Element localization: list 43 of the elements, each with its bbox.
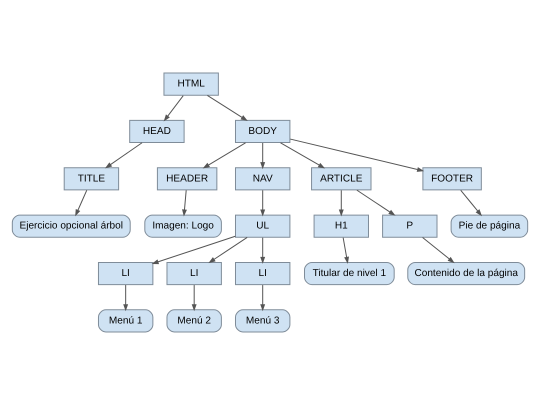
node-box: LI bbox=[98, 262, 154, 286]
node-box: Menú 1 bbox=[98, 309, 154, 332]
node-box: Pie de página bbox=[450, 214, 528, 238]
node-box: Menú 3 bbox=[234, 309, 290, 332]
node-box: UL bbox=[234, 214, 290, 238]
arrow bbox=[123, 285, 128, 312]
arrow bbox=[182, 190, 187, 217]
node-box: Titular de nivel 1 bbox=[304, 262, 395, 286]
arrow bbox=[260, 190, 266, 217]
arrow bbox=[342, 238, 349, 264]
arrow bbox=[192, 285, 197, 312]
node-box: HEADER bbox=[156, 167, 218, 190]
arrow bbox=[208, 237, 248, 264]
node-box: HEAD bbox=[129, 120, 185, 144]
arrow bbox=[164, 95, 184, 122]
node-box: Ejercicio opcional árbol bbox=[12, 214, 131, 238]
arrow bbox=[260, 285, 266, 312]
arrow bbox=[260, 143, 266, 170]
arrow bbox=[104, 142, 142, 168]
node-box: ARTICLE bbox=[311, 167, 372, 190]
node-box: LI bbox=[234, 262, 290, 286]
arrow bbox=[207, 94, 248, 122]
arrow bbox=[422, 237, 455, 264]
node-box: LI bbox=[166, 262, 222, 286]
arrow bbox=[260, 238, 266, 264]
node-box: Contenido de la página bbox=[407, 262, 526, 286]
node-box: P bbox=[382, 214, 438, 238]
arrow bbox=[290, 138, 424, 172]
arrow bbox=[280, 142, 326, 168]
node-box: Menú 2 bbox=[166, 309, 222, 332]
node-box: HTML bbox=[163, 72, 219, 96]
arrow bbox=[202, 142, 246, 168]
arrow bbox=[460, 190, 482, 216]
node-box: BODY bbox=[234, 120, 290, 144]
arrow bbox=[356, 190, 396, 216]
arrow bbox=[338, 190, 344, 217]
node-box: TITLE bbox=[64, 167, 120, 190]
node-box: H1 bbox=[314, 214, 369, 238]
node-box: Imagen: Logo bbox=[144, 214, 222, 238]
arrow bbox=[75, 190, 88, 216]
node-box: NAV bbox=[234, 167, 290, 190]
node-box: FOOTER bbox=[422, 167, 482, 190]
arrow bbox=[152, 236, 236, 264]
